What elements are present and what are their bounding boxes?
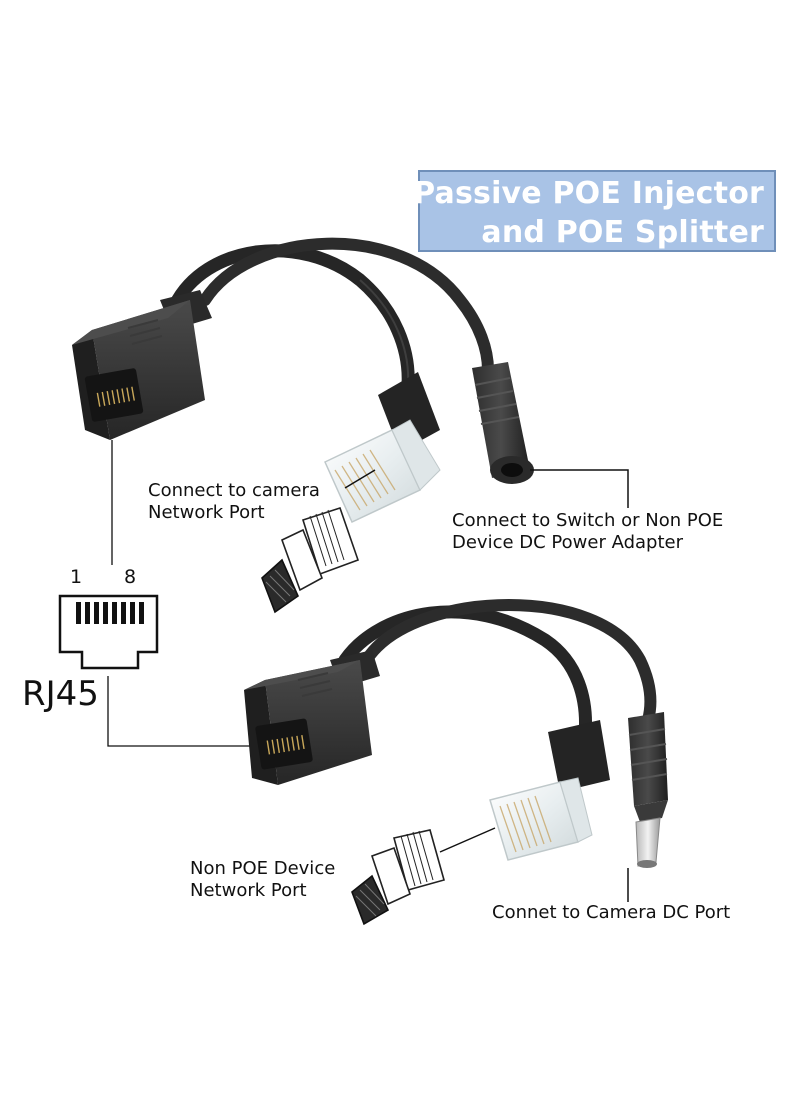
dc-port-caption: Connet to Camera DC Port [492,902,731,923]
injector-cable [72,237,534,524]
splitter-cable [244,599,668,868]
camera-port-caption-line-2: Network Port [148,502,265,523]
title-line-2: and POE Splitter [481,215,764,250]
splitter-network-plug-icon [351,829,445,926]
power-adapter-caption-line-1: Connect to Switch or Non POE [452,510,724,531]
splitter-dc-plug [628,712,668,868]
splitter-cable-right [364,599,657,726]
power-adapter-caption-line-2: Device DC Power Adapter [452,532,683,553]
camera-port-caption: Connect to camera Network Port [148,480,320,524]
splitter-cable-left [338,605,592,742]
injector-dc-barrel [472,362,534,484]
splitter-rj45-jack [244,660,372,785]
network-port-caption-line-1: Non POE Device [190,858,336,879]
rj45-label: RJ45 [22,674,99,714]
network-port-caption-line-2: Network Port [190,880,307,901]
injector-network-plug-icon [261,506,360,614]
rj45-pinout-diagram [58,440,250,747]
title-banner: Passive POE Injector and POE Splitter [413,170,776,252]
camera-port-caption-line-1: Connect to camera [148,480,320,501]
network-port-caption: Non POE Device Network Port [190,858,335,902]
title-line-1: Passive POE Injector [413,176,764,211]
injector-rj45-plug [324,372,441,524]
splitter-rj45-plug [489,720,610,861]
injector-cable-right [199,237,494,376]
pin-8-label: 8 [124,566,137,588]
pin-1-label: 1 [70,566,83,588]
injector-rj45-jack [72,300,205,440]
power-adapter-caption: Connect to Switch or Non POE Device DC P… [452,510,723,554]
